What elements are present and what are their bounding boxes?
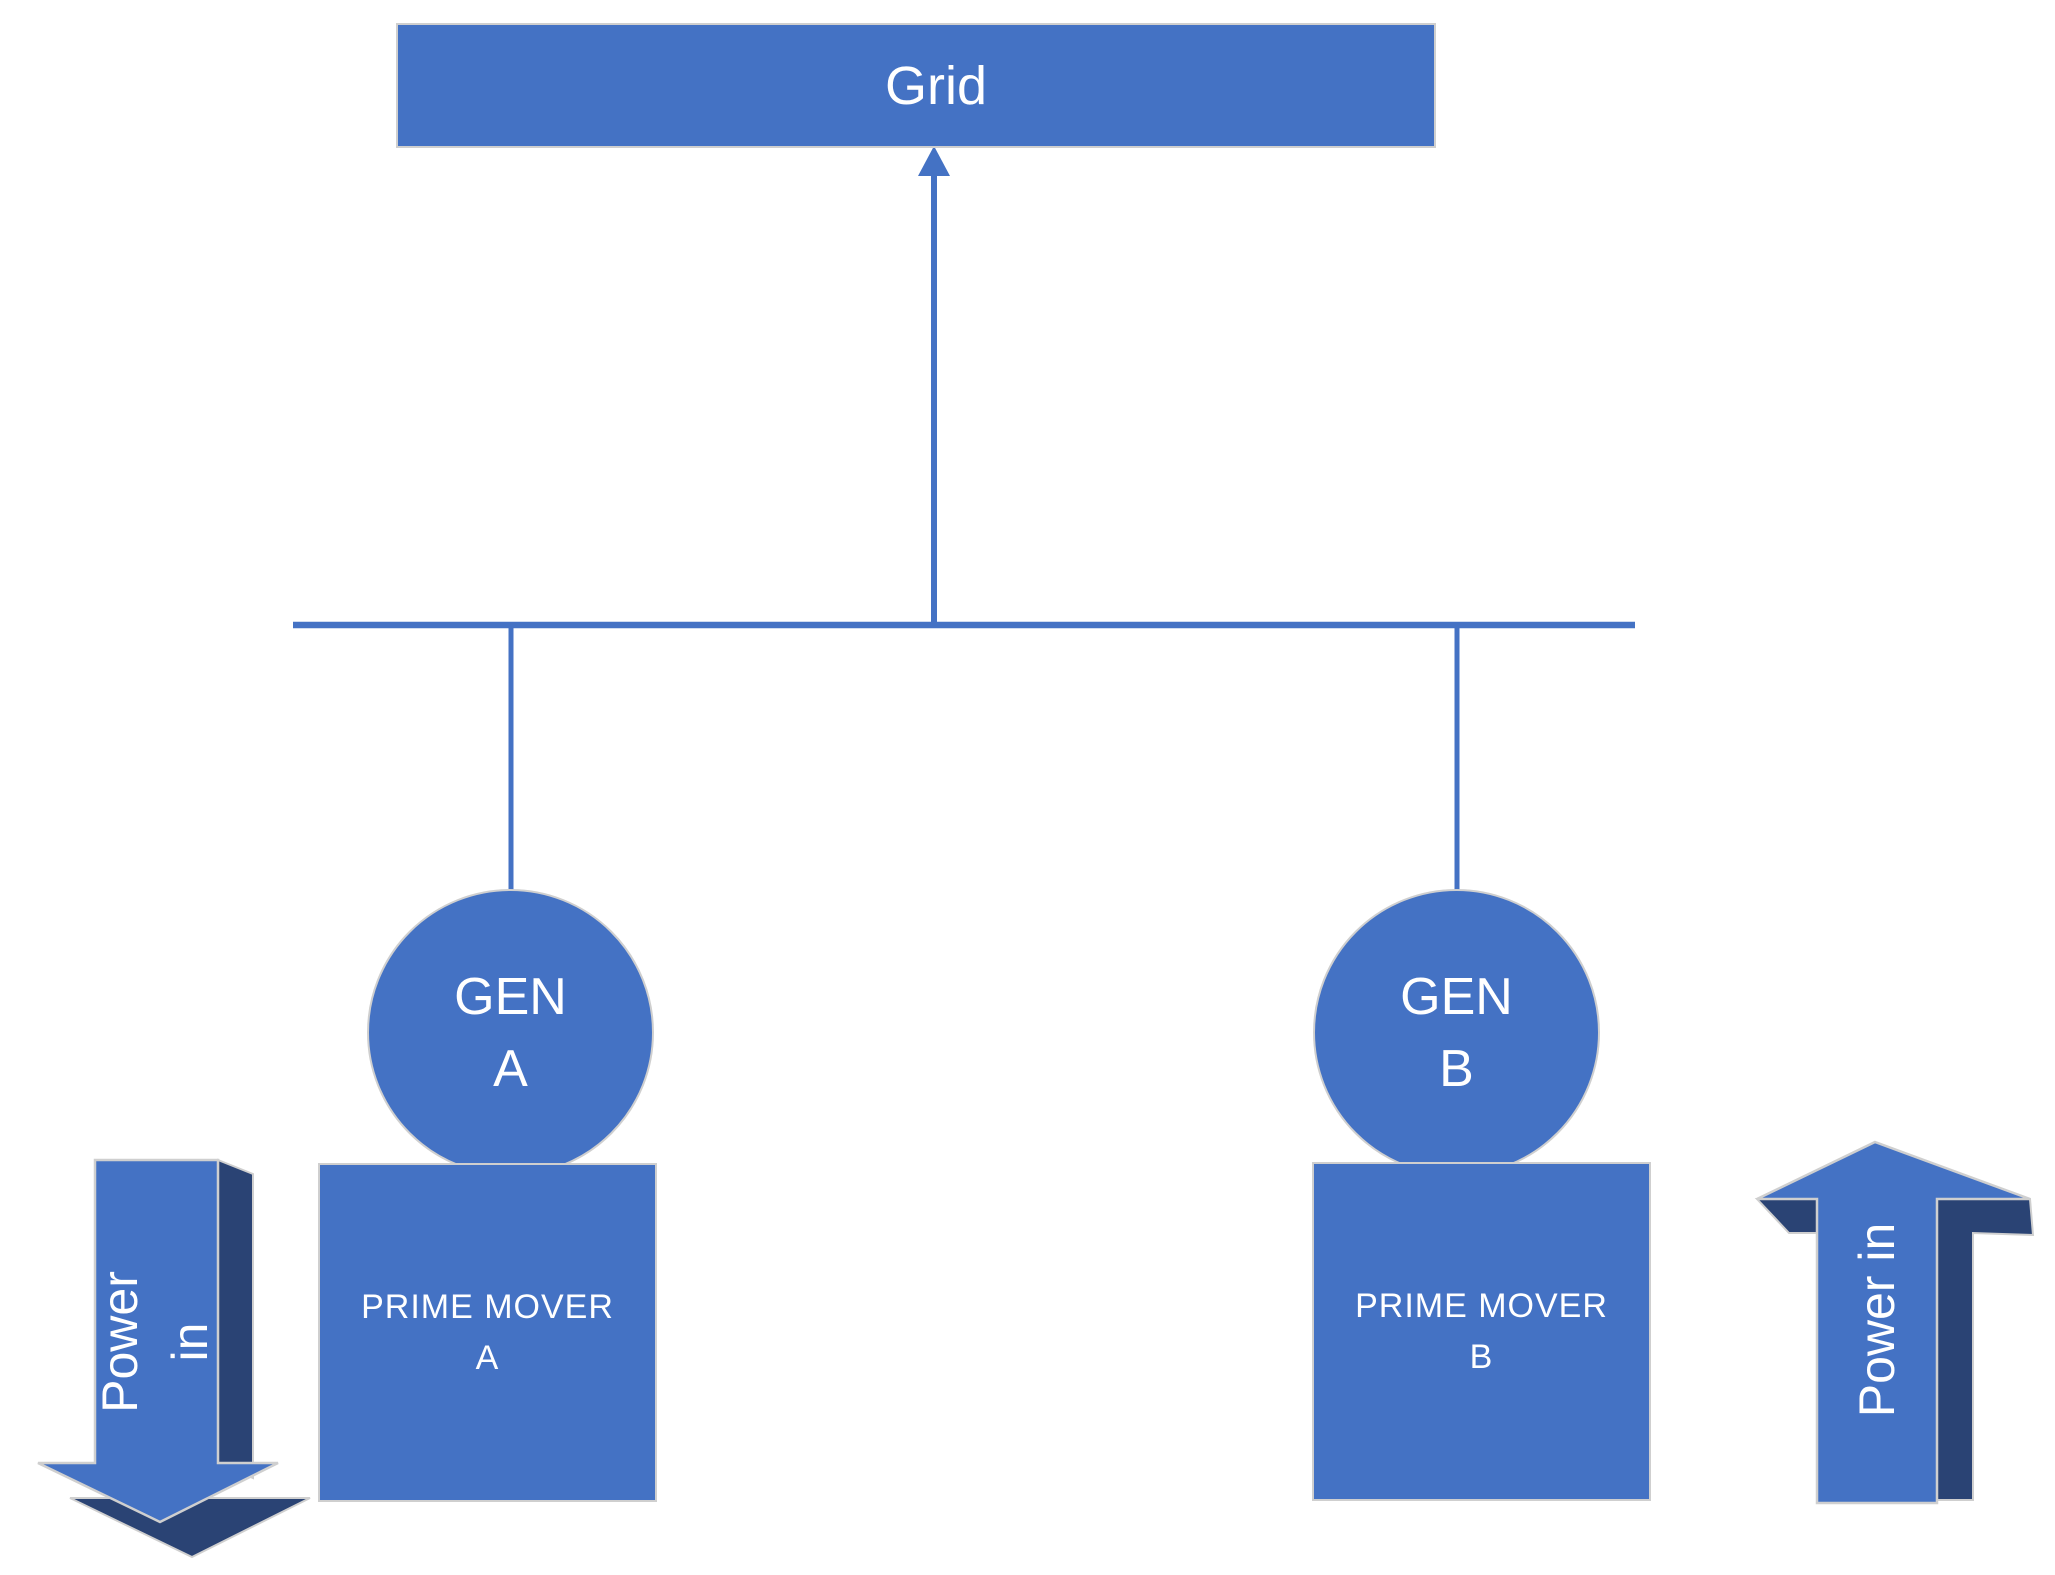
power-in-left-line2: in: [162, 1322, 218, 1362]
gen-a-label-line1: GEN: [454, 967, 567, 1026]
prime-mover-b-node: PRIME MOVER B: [1312, 1162, 1651, 1501]
down-arrow-icon: [37, 1158, 279, 1524]
gen-b-label-line2: B: [1439, 1039, 1474, 1098]
prime-mover-b-line1: PRIME MOVER: [1355, 1286, 1608, 1325]
gen-b-label-line1: GEN: [1400, 967, 1513, 1026]
up-arrow-shadow-right-side: [1936, 1198, 2035, 1501]
power-in-left-label: Power in: [85, 1132, 225, 1552]
grid-label: Grid: [884, 55, 987, 116]
gen-a-node: GEN A: [367, 889, 654, 1176]
up-arrow-icon: [1756, 1140, 2031, 1505]
power-in-right-text: Power in: [1849, 1222, 1905, 1418]
gen-a-label-line2: A: [493, 1039, 528, 1098]
prime-mover-a-line2: A: [475, 1338, 500, 1377]
prime-mover-a-node: PRIME MOVER A: [318, 1163, 657, 1502]
power-in-left-line1: Power: [92, 1271, 148, 1413]
power-in-up-arrow: [1754, 1140, 2035, 1505]
up-arrow-shadow-left-wing: [1754, 1198, 1818, 1234]
grid-node: Grid: [396, 23, 1436, 148]
prime-mover-a-line1: PRIME MOVER: [361, 1287, 614, 1326]
grid-feed-arrowhead-icon: [918, 146, 950, 176]
gen-b-node: GEN B: [1313, 889, 1600, 1176]
prime-mover-b-line2: B: [1469, 1337, 1494, 1376]
power-in-right-label: Power in: [1842, 1110, 1912, 1530]
power-in-down-arrow: [37, 1158, 311, 1559]
